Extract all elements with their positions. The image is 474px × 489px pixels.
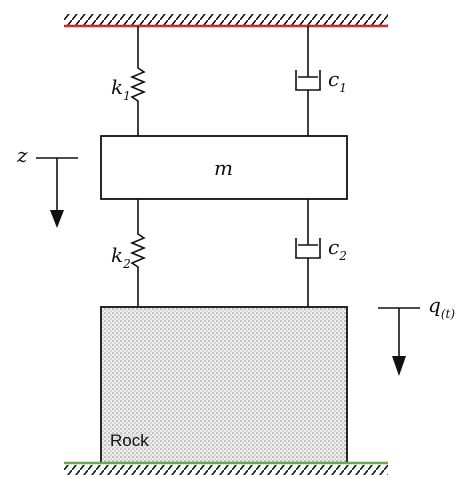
c2-label: c2 — [328, 235, 347, 263]
mass-label: m — [214, 156, 233, 180]
k1-label: k1 — [111, 75, 131, 103]
spring-k2 — [129, 199, 147, 307]
q-arrow — [378, 307, 420, 376]
damper-c1 — [295, 26, 321, 136]
spring-k1 — [129, 26, 147, 136]
c1-label: c1 — [328, 67, 347, 95]
q-label: q(t) — [428, 293, 455, 321]
k2-label: k2 — [111, 243, 131, 271]
mass-block — [100, 135, 348, 200]
ground — [64, 461, 388, 475]
z-label: z — [16, 143, 28, 167]
rock-label: Rock — [110, 431, 149, 450]
top-support — [64, 14, 388, 28]
z-arrow — [36, 157, 78, 228]
damper-c2 — [295, 199, 321, 307]
